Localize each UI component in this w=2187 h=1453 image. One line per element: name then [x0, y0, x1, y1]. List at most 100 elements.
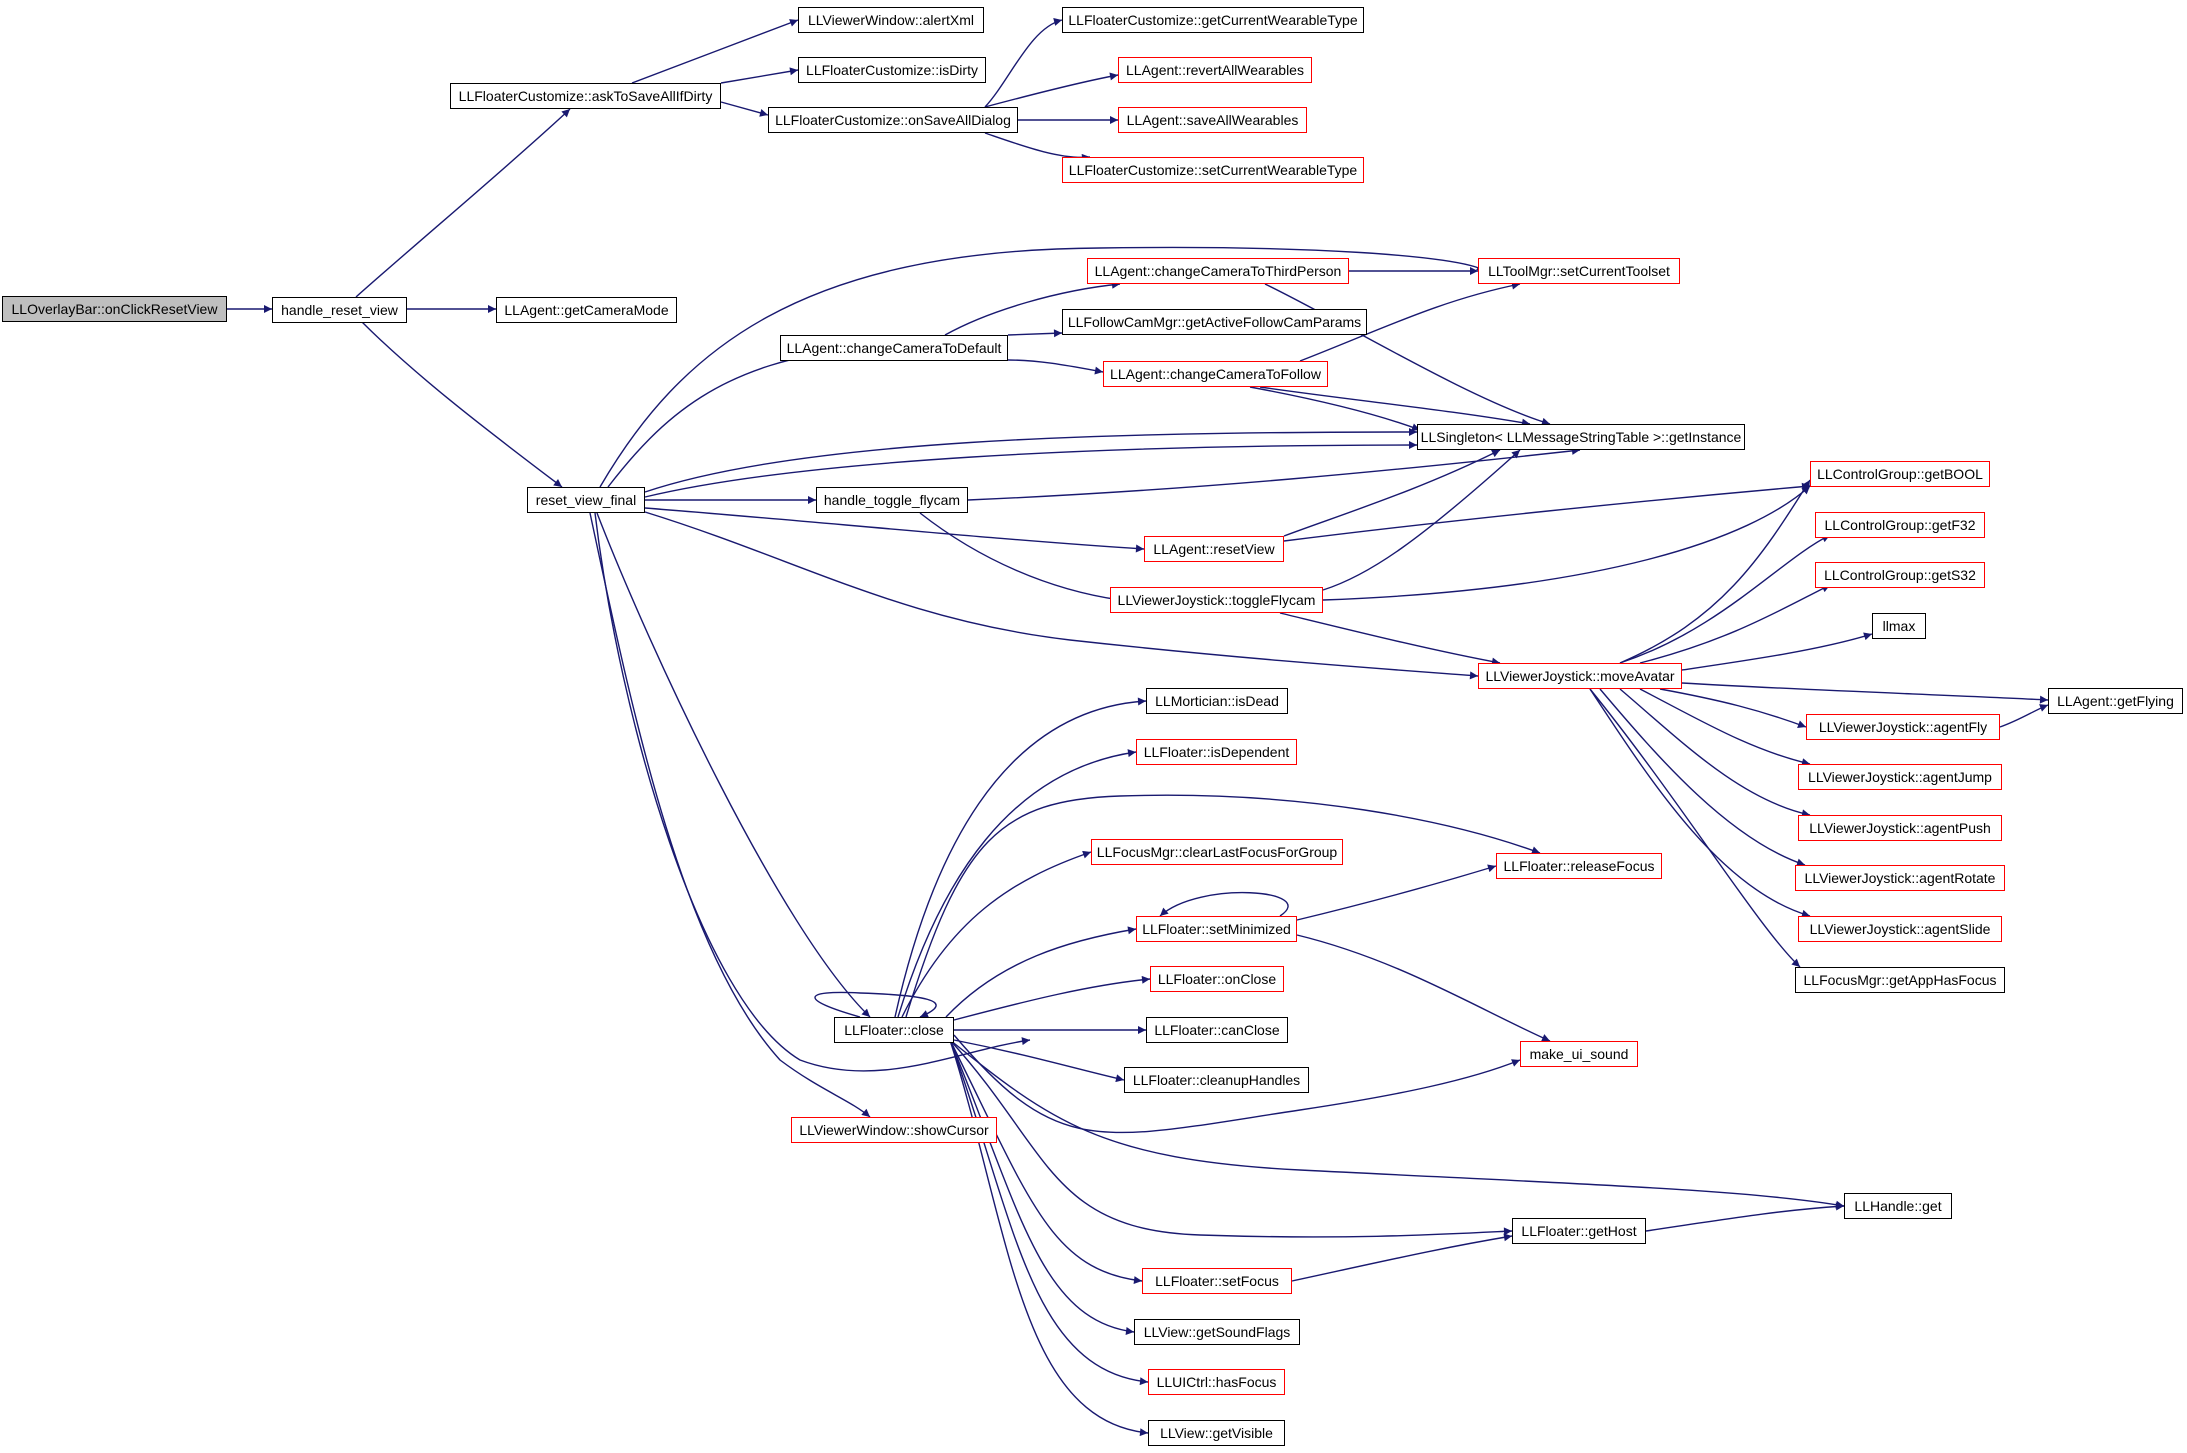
call-edge [949, 1039, 1513, 1238]
call-edge [1599, 688, 1806, 867]
call-edge [1291, 1233, 1513, 1282]
node-setfocus[interactable]: LLFloater::setFocus [1142, 1268, 1292, 1294]
call-edge [1681, 682, 2049, 704]
call-edge [644, 428, 1418, 493]
node-canclose[interactable]: LLFloater::canClose [1146, 1017, 1288, 1043]
call-edge [1619, 688, 1811, 818]
node-getbool[interactable]: LLControlGroup::getBOOL [1810, 461, 1990, 487]
node-setcurrentwearabletype[interactable]: LLFloaterCustomize::setCurrentWearableTy… [1062, 157, 1364, 183]
node-reset-view-final[interactable]: reset_view_final [527, 487, 645, 513]
node-handle-get[interactable]: LLHandle::get [1844, 1193, 1952, 1219]
call-edge [607, 344, 865, 488]
call-edge [967, 446, 1581, 501]
node-agentjump[interactable]: LLViewerJoystick::agentJump [1798, 764, 2002, 790]
call-edge [953, 1039, 1125, 1083]
node-close[interactable]: LLFloater::close [834, 1017, 954, 1043]
call-edge [1279, 612, 1501, 666]
node-revertallwearables[interactable]: LLAgent::revertAllWearables [1118, 57, 1312, 83]
call-edge [1259, 386, 1531, 427]
call-edge [984, 72, 1119, 108]
node-changecameratofollow[interactable]: LLAgent::changeCameraToFollow [1103, 361, 1328, 387]
call-edge [944, 280, 1121, 336]
call-edge [953, 975, 1151, 1021]
call-edge [1283, 482, 1811, 542]
node-getcurrentwearabletype[interactable]: LLFloaterCustomize::getCurrentWearableTy… [1062, 7, 1364, 33]
node-resetview[interactable]: LLAgent::resetView [1144, 536, 1284, 562]
node-llmax[interactable]: llmax [1872, 613, 1926, 639]
call-edge [1007, 329, 1063, 338]
node-onsavealldialog[interactable]: LLFloaterCustomize::onSaveAllDialog [768, 107, 1018, 133]
node-alertxml[interactable]: LLViewerWindow::alertXml [798, 7, 984, 33]
call-edge [644, 507, 1145, 553]
call-edge [897, 749, 1137, 1018]
call-edge [1589, 688, 1811, 918]
node-isdependent[interactable]: LLFloater::isDependent [1136, 739, 1297, 765]
node-getflying[interactable]: LLAgent::getFlying [2048, 688, 2183, 714]
node-toggleflycam[interactable]: LLViewerJoystick::toggleFlycam [1110, 587, 1323, 613]
node-make-ui-sound[interactable]: make_ui_sound [1520, 1041, 1638, 1067]
node-gethost[interactable]: LLFloater::getHost [1512, 1218, 1646, 1244]
call-edge [1619, 479, 1811, 664]
call-edge [1645, 1202, 1845, 1232]
node-getvisible[interactable]: LLView::getVisible [1148, 1420, 1285, 1446]
call-edge [984, 18, 1063, 108]
call-edge [949, 1039, 1149, 1386]
call-edge [1589, 688, 1801, 968]
call-edge [945, 926, 1137, 1018]
node-getinstance[interactable]: LLSingleton< LLMessageStringTable >::get… [1417, 424, 1745, 450]
call-edge [919, 512, 1121, 603]
call-edge [1249, 386, 1421, 431]
node-hasfocus[interactable]: LLUICtrl::hasFocus [1148, 1369, 1285, 1395]
node-getf32[interactable]: LLControlGroup::getF32 [1815, 512, 1985, 538]
node-moveavatar[interactable]: LLViewerJoystick::moveAvatar [1478, 663, 1682, 689]
node-asktosaveallifdirty[interactable]: LLFloaterCustomize::askToSaveAllIfDirty [450, 83, 721, 109]
call-edge [1681, 632, 1873, 671]
call-edge [1619, 534, 1831, 664]
node-handle-toggle-flycam[interactable]: handle_toggle_flycam [816, 487, 968, 513]
node-onclose[interactable]: LLFloater::onClose [1150, 966, 1284, 992]
node-setcurrenttoolset[interactable]: LLToolMgr::setCurrentToolset [1478, 258, 1680, 284]
node-agentslide[interactable]: LLViewerJoystick::agentSlide [1798, 916, 2002, 942]
call-edge [644, 441, 1418, 498]
node-setminimized[interactable]: LLFloater::setMinimized [1136, 916, 1297, 942]
node-onclickresetview[interactable]: LLOverlayBar::onClickResetView [2, 296, 227, 322]
call-edge [949, 1039, 1845, 1209]
node-cleanuphandles[interactable]: LLFloater::cleanupHandles [1124, 1067, 1309, 1093]
node-showcursor[interactable]: LLViewerWindow::showCursor [791, 1117, 997, 1143]
call-edge [631, 19, 799, 84]
call-edge [1299, 281, 1521, 362]
node-changecameratodefault[interactable]: LLAgent::changeCameraToDefault [780, 335, 1008, 361]
node-changecameratothirdperson[interactable]: LLAgent::changeCameraToThirdPerson [1087, 258, 1349, 284]
call-edge [953, 1034, 1521, 1134]
node-saveallwearables[interactable]: LLAgent::saveAllWearables [1118, 107, 1307, 133]
node-agentrotate[interactable]: LLViewerJoystick::agentRotate [1795, 865, 2005, 891]
call-edge [720, 67, 799, 84]
node-clearlastfocusforgroup[interactable]: LLFocusMgr::clearLastFocusForGroup [1091, 839, 1343, 865]
node-agentfly[interactable]: LLViewerJoystick::agentFly [1806, 714, 2000, 740]
call-edge [361, 321, 563, 488]
node-getactivefollowcamparams[interactable]: LLFollowCamMgr::getActiveFollowCamParams [1062, 309, 1367, 335]
call-edge [589, 512, 871, 1118]
node-getcameramode[interactable]: LLAgent::getCameraMode [496, 297, 677, 323]
call-edge [1639, 688, 1811, 767]
call-edge [905, 794, 1541, 1018]
call-edge [1639, 584, 1831, 664]
node-getsoundflags[interactable]: LLView::getSoundFlags [1134, 1319, 1300, 1345]
call-edge [949, 1039, 1143, 1285]
node-isdirty[interactable]: LLFloaterCustomize::isDirty [798, 57, 986, 83]
node-getapphasfocus[interactable]: LLFocusMgr::getAppHasFocus [1795, 967, 2005, 993]
node-releasefocus[interactable]: LLFloater::releaseFocus [1496, 853, 1662, 879]
call-edge [894, 697, 1147, 1018]
call-edge [1296, 864, 1497, 921]
call-edge [720, 101, 769, 117]
call-edge [814, 991, 937, 1018]
node-isdead[interactable]: LLMortician::isDead [1146, 688, 1288, 714]
node-gets32[interactable]: LLControlGroup::getS32 [1815, 562, 1985, 588]
node-agentpush[interactable]: LLViewerJoystick::agentPush [1798, 815, 2002, 841]
node-handle-reset-view[interactable]: handle_reset_view [272, 297, 407, 323]
call-edge [596, 512, 871, 1018]
call-edge [901, 850, 1092, 1018]
call-edge [355, 108, 571, 298]
call-edge [1659, 688, 1807, 728]
